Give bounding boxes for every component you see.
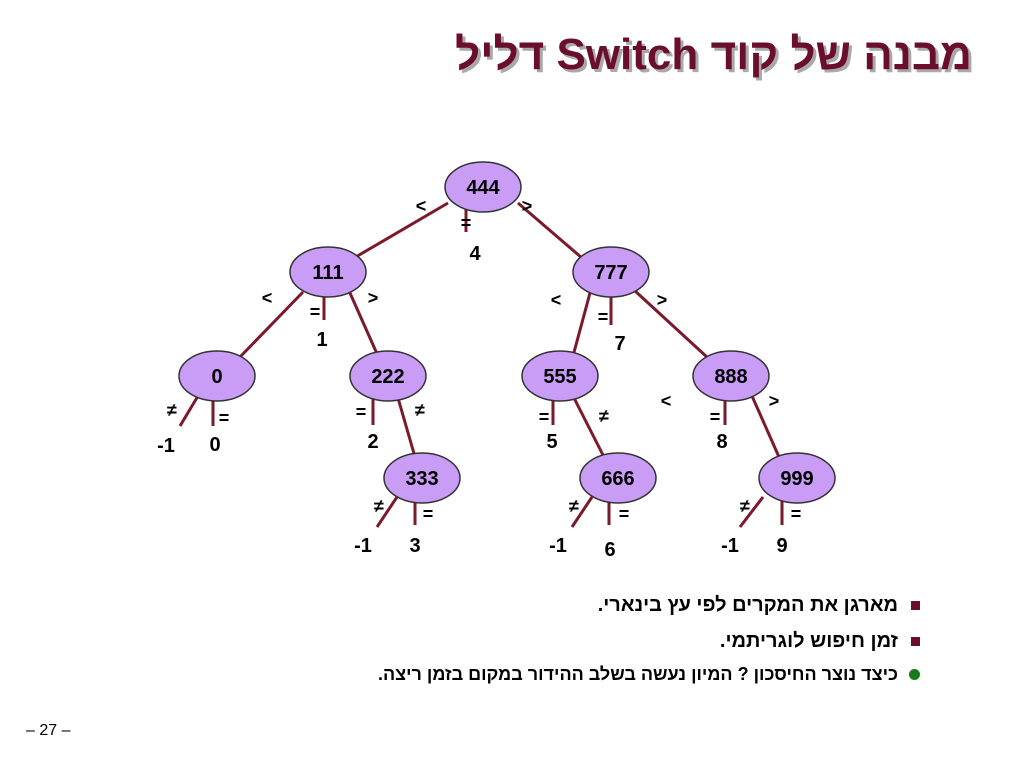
bullet-list: מארגן את המקרים לפי עץ בינארי. זמן חיפוש… [78, 590, 920, 686]
eq-label-666: = [619, 504, 630, 524]
node-666 [579, 452, 657, 504]
ne-stub-999 [738, 496, 765, 528]
node-555 [521, 350, 599, 402]
page-number: – 27 – [26, 722, 71, 739]
ne-result-value-666: -1 [549, 535, 567, 557]
node-label-444: 444 [466, 177, 500, 199]
edge-555-666 [571, 395, 606, 458]
node-label-0: 0 [211, 366, 222, 388]
lt-label-111: < [262, 288, 273, 308]
ne-result-value-999: -1 [721, 535, 739, 557]
slide-title: מבנה של קוד Switch דליל [455, 30, 972, 79]
ne-label-666: ≠ [569, 496, 579, 516]
node-label-111: 111 [312, 262, 343, 284]
edge-444-111 [353, 201, 449, 260]
result-value-0: 0 [209, 434, 220, 456]
bullet-item-1: מארגן את המקרים לפי עץ בינארי. [78, 590, 920, 620]
node-444 [444, 161, 522, 213]
eq-label-333: = [423, 504, 434, 524]
result-value-999: 9 [776, 535, 787, 557]
result-value-666: 6 [604, 539, 615, 561]
eq-label-555: = [539, 407, 550, 427]
node-label-999: 999 [780, 468, 813, 490]
eq-label-444: = [461, 213, 472, 233]
result-value-888: 8 [716, 431, 727, 453]
ne-stub-333 [375, 496, 399, 528]
gt-label-888: > [769, 391, 780, 411]
result-value-444: 4 [469, 243, 481, 265]
ne-label-333: ≠ [374, 496, 384, 516]
sub-bullet-item: כיצד נוצר החיסכון ? המיון נעשה בשלב ההיד… [78, 662, 920, 686]
result-value-111: 1 [316, 329, 327, 351]
ne-stub-0 [178, 395, 200, 427]
bullet-text-2: זמן חיפוש לוגריתמי. [719, 630, 898, 652]
node-333 [383, 452, 461, 504]
edge-444-777 [517, 201, 583, 260]
lt-label-444: < [416, 196, 427, 216]
eq-label-111: = [310, 302, 321, 322]
ne-label-222: ≠ [415, 400, 425, 420]
node-label-555: 555 [543, 366, 576, 388]
result-value-333: 3 [409, 535, 420, 557]
node-label-777: 777 [594, 262, 627, 284]
ne-result-value-333: -1 [354, 535, 372, 557]
node-888 [692, 350, 770, 402]
edge-111-0 [238, 290, 305, 359]
node-label-222: 222 [371, 366, 404, 388]
bullet-item-2: זמן חיפוש לוגריתמי. [78, 626, 920, 656]
square-bullet-icon [911, 637, 920, 646]
eq-label-0: = [219, 408, 230, 428]
eq-label-999: = [791, 504, 802, 524]
node-999 [758, 452, 836, 504]
gt-label-444: > [522, 196, 533, 216]
node-label-333: 333 [405, 468, 438, 490]
bullet-text-1: מארגן את המקרים לפי עץ בינארי. [597, 594, 898, 616]
ne-stub-666 [570, 496, 594, 528]
eq-label-777: = [598, 307, 609, 327]
ne-label-555: ≠ [599, 406, 609, 426]
node-0 [178, 350, 256, 402]
ne-label-999: ≠ [740, 496, 750, 516]
edge-777-555 [571, 292, 592, 357]
node-111 [289, 246, 367, 298]
result-value-555: 5 [546, 431, 557, 453]
node-222 [349, 350, 427, 402]
edge-111-222 [348, 292, 380, 357]
dot-bullet-icon [909, 669, 920, 680]
lt-label-888: < [661, 391, 672, 411]
gt-label-777: > [657, 290, 668, 310]
lt-label-777: < [551, 290, 562, 310]
node-label-888: 888 [714, 366, 747, 388]
square-bullet-icon [911, 601, 920, 610]
gt-label-111: > [368, 288, 379, 308]
ne-result-value-0: -1 [157, 435, 175, 457]
node-777 [572, 246, 650, 298]
sub-bullet-text: כיצד נוצר החיסכון ? המיון נעשה בשלב ההיד… [377, 664, 898, 684]
node-label-666: 666 [601, 468, 634, 490]
edge-888-999 [750, 395, 781, 458]
result-value-222: 2 [367, 431, 378, 453]
result-value-777: 7 [614, 333, 625, 355]
ne-label-0: ≠ [167, 400, 177, 420]
eq-label-222: = [356, 402, 367, 422]
edge-222-333 [396, 397, 417, 458]
eq-label-888: = [710, 407, 721, 427]
edge-777-888 [632, 288, 710, 360]
